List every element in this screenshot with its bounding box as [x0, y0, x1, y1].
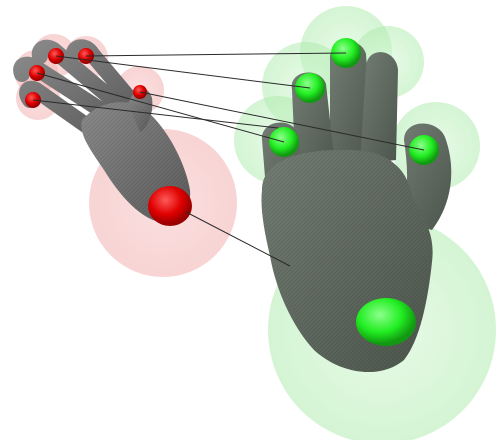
target-marker-palm	[356, 298, 416, 346]
source-marker-palm	[148, 186, 192, 226]
